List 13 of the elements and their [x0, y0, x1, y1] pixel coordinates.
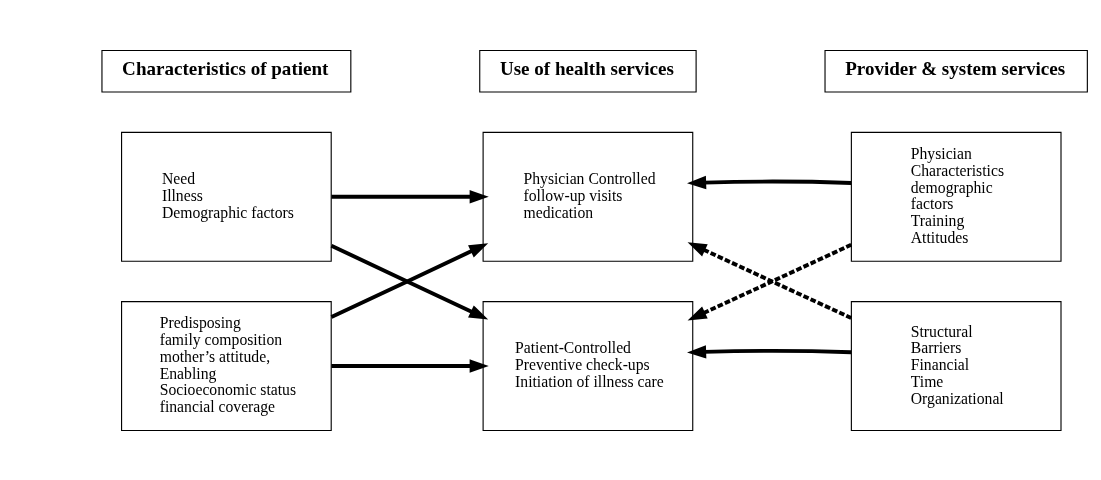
node-box: Characteristics of patient [101, 49, 352, 92]
node-box: Physician Characteristics demographic factors Training Attitudes [850, 131, 1062, 262]
arrow [687, 175, 852, 189]
node-box: Use of health services [479, 49, 697, 92]
node-box: Physician Controlled follow-up visits medication [482, 131, 694, 262]
arrow [331, 189, 489, 203]
node-box: Predisposing family composition mother’s attitude, Enabling Socioeconomic status financial coverage [121, 300, 332, 431]
arrow [331, 358, 489, 373]
node-box: Structural Barriers Financial Time Organizational [850, 300, 1062, 431]
node-box: Patient-Controlled Preventive check-ups Initiation of illness care [482, 300, 694, 431]
arrow [687, 344, 852, 358]
node-box: Provider & system services [824, 49, 1088, 92]
node-box: Need Illness Demographic factors [121, 131, 332, 262]
